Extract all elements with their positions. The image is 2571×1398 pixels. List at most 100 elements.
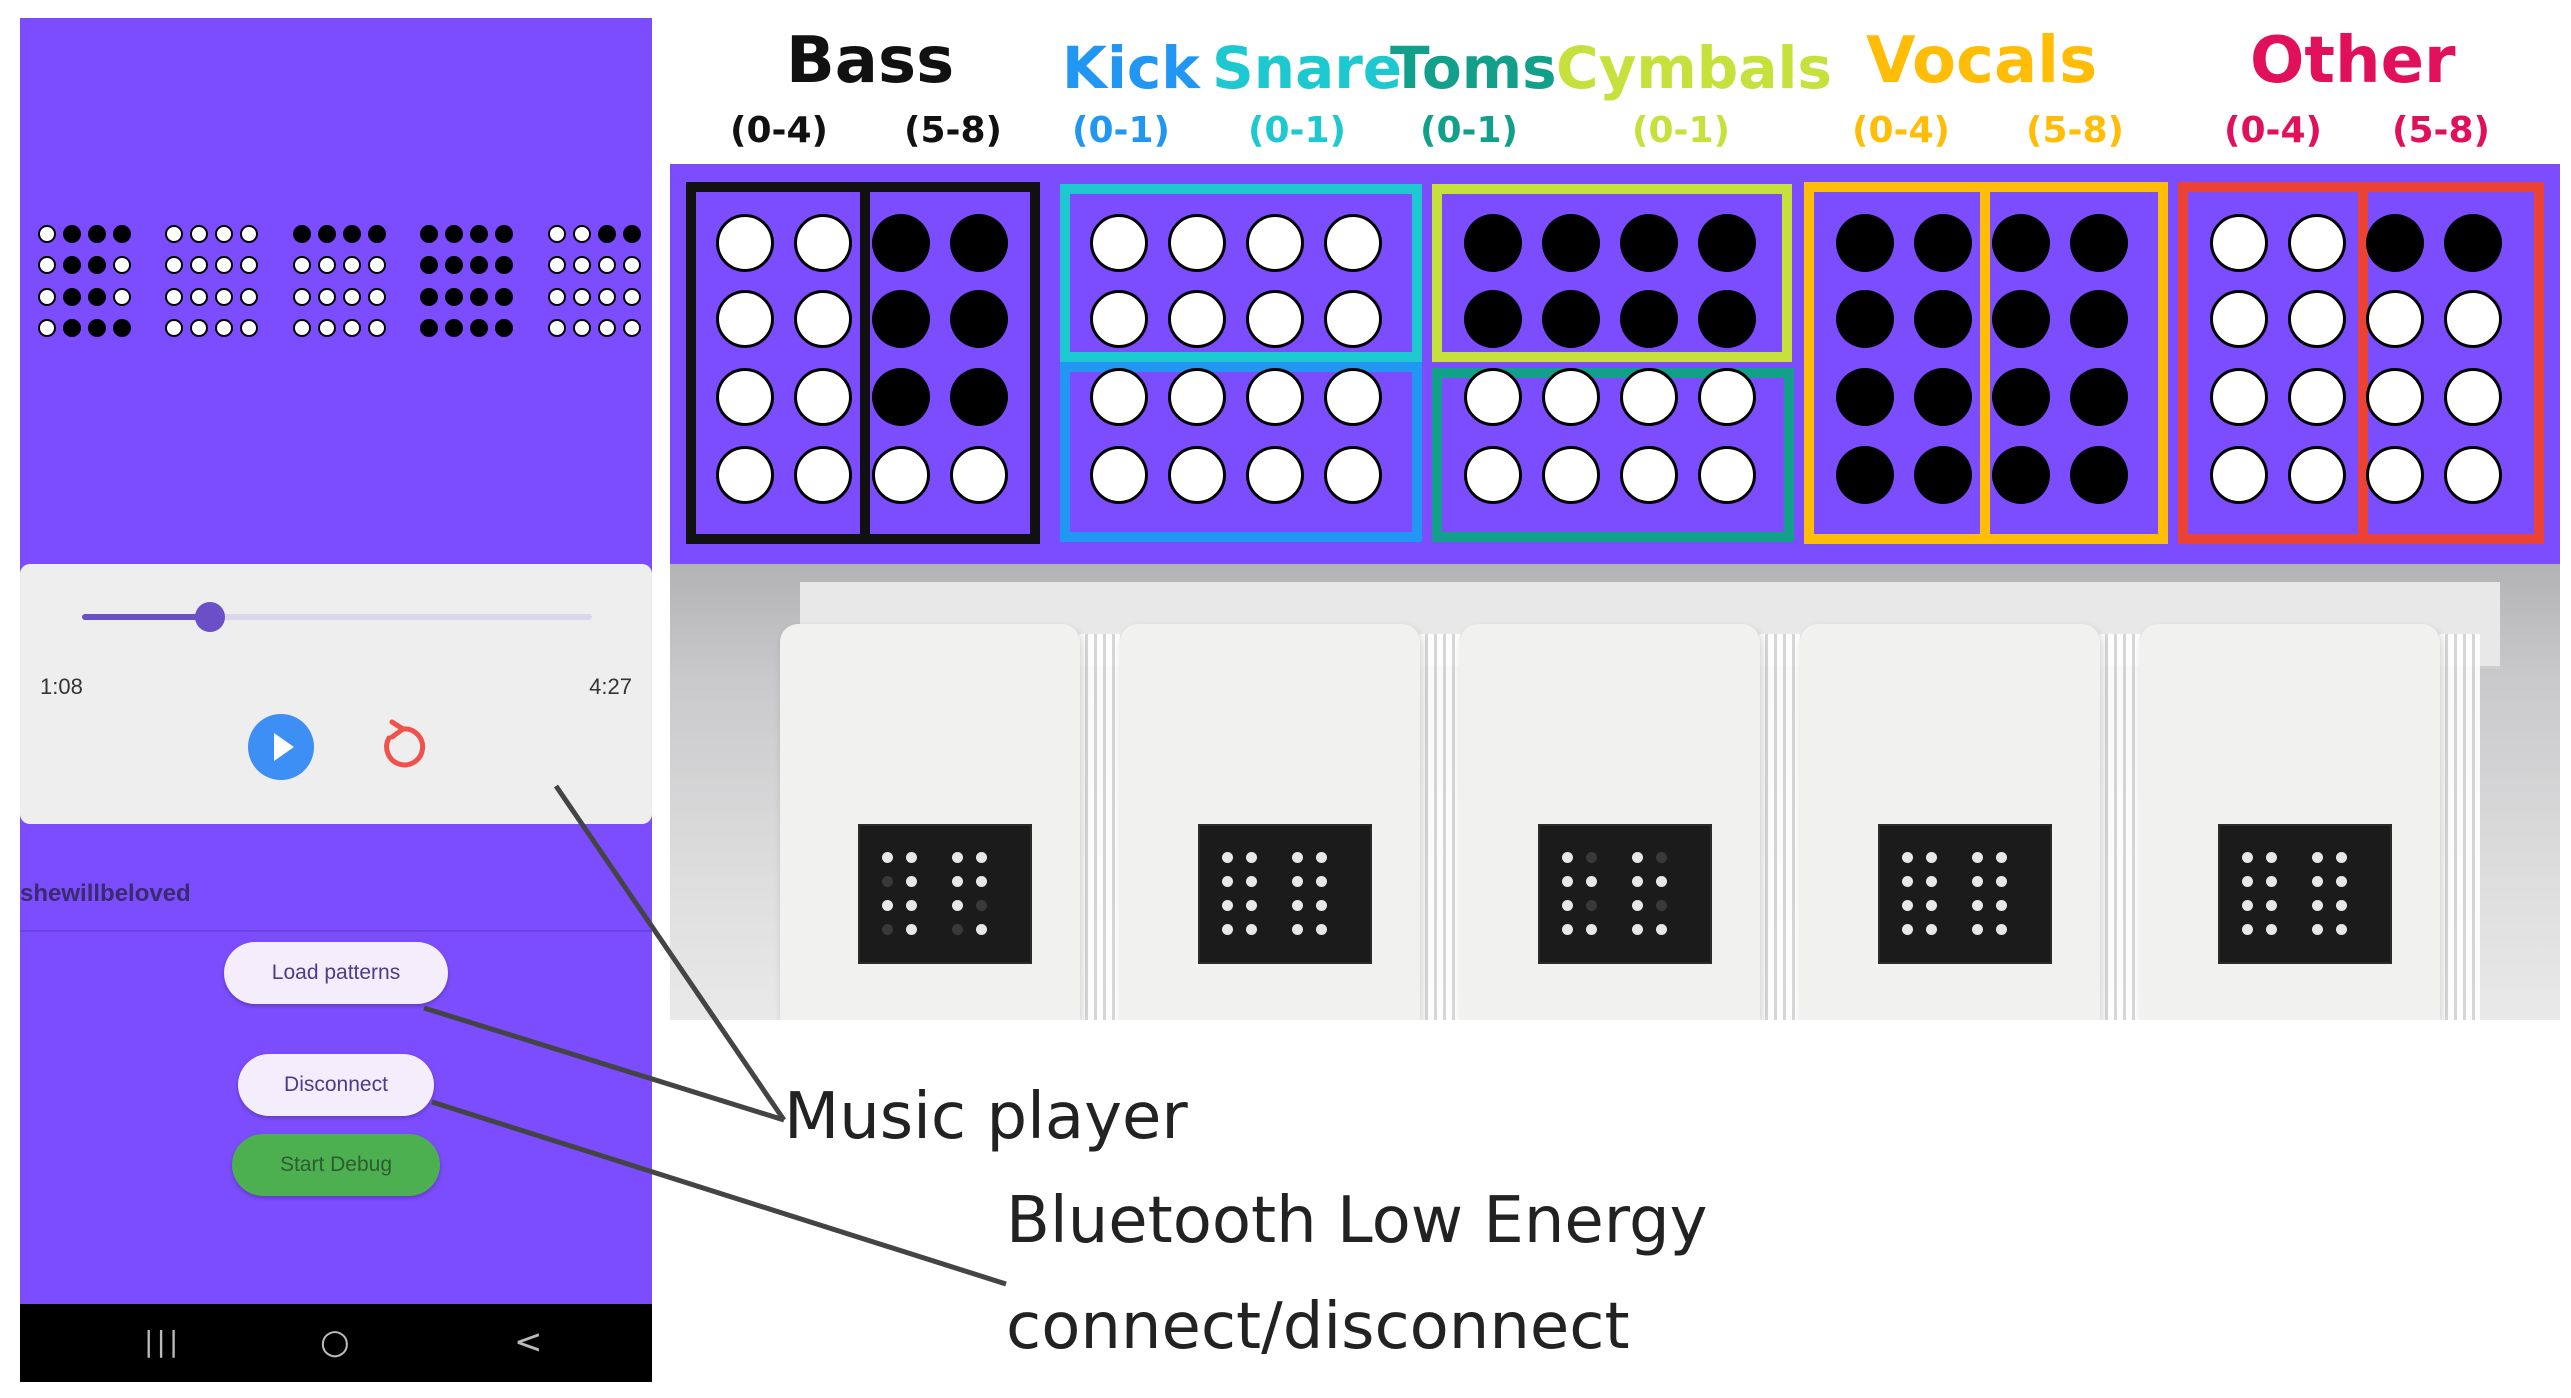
braille-plate [1878,824,2052,964]
pattern-dot [1246,290,1304,348]
seek-slider-fill [82,614,210,620]
range-other-low: (0-4) [2224,110,2322,151]
disconnect-button[interactable]: Disconnect [238,1054,434,1116]
pattern-dot [1620,368,1678,426]
preview-dot [420,287,438,306]
pattern-dot [2288,290,2346,348]
preview-dot [317,224,336,243]
preview-dot [420,319,438,338]
braille-pin [1246,876,1257,887]
braille-pin [2312,924,2323,935]
braille-pin [976,924,987,935]
preview-dot [240,319,258,338]
braille-pin [1246,852,1257,863]
preview-dot [37,287,56,306]
back-icon[interactable]: < [514,1322,543,1362]
braille-pin [1996,924,2007,935]
pattern-legend-panel [670,164,2560,564]
pattern-preview [34,218,644,344]
group-title-snare: Snare [1212,34,1403,102]
other-divider [2358,182,2368,544]
pattern-dot [872,214,930,272]
braille-pin [1316,852,1327,863]
braille-module [1800,624,2100,1020]
music-player-card: 1:08 4:27 [20,564,652,824]
pattern-dot [950,290,1008,348]
preview-cell [417,218,517,344]
preview-dot [622,224,641,243]
braille-pin [1562,900,1573,911]
preview-dot [470,224,488,243]
preview-dot [572,287,591,306]
preview-dot [62,224,81,243]
preview-dot [572,319,591,338]
pattern-dot [1168,368,1226,426]
braille-plate [858,824,1032,964]
pattern-dot [1836,368,1894,426]
pattern-dot [716,214,774,272]
preview-dot [495,287,513,306]
braille-pin [976,852,987,863]
braille-pin [1292,852,1303,863]
braille-pin [1656,900,1667,911]
preview-dot [62,287,81,306]
preview-dot [445,319,463,338]
range-vocals-low: (0-4) [1852,110,1950,151]
braille-pin [2266,900,2277,911]
home-icon[interactable]: ○ [320,1322,350,1362]
recent-apps-icon[interactable]: ||| [144,1325,182,1358]
pattern-dot [1914,214,1972,272]
braille-pin [1972,852,1983,863]
range-bass-low: (0-4) [730,110,828,151]
preview-dot [597,319,616,338]
preview-dot [165,319,183,338]
braille-pin [882,852,893,863]
braille-pin [1316,924,1327,935]
braille-pin [2266,924,2277,935]
braille-pin [1292,924,1303,935]
pattern-dot [1542,368,1600,426]
pattern-dot [2444,290,2502,348]
braille-pin [2336,876,2347,887]
group-title-kick: Kick [1062,34,1200,102]
preview-dot [622,287,641,306]
pattern-dot [1914,290,1972,348]
braille-pin [1222,924,1233,935]
replay-icon [384,719,426,768]
pattern-dot [1542,446,1600,504]
pattern-dot [1464,446,1522,504]
start-debug-button[interactable]: Start Debug [232,1134,440,1196]
braille-pin [1632,900,1643,911]
seek-slider[interactable] [82,602,592,632]
pattern-dot [2366,368,2424,426]
preview-dot [470,319,488,338]
range-vocals-high: (5-8) [2026,110,2124,151]
device-photo [670,564,2560,1020]
braille-pin [2312,900,2323,911]
replay-button[interactable] [372,716,434,778]
preview-dot [215,319,233,338]
braille-pin [1586,924,1597,935]
preview-dot [240,224,258,243]
pattern-dot [1090,290,1148,348]
pattern-dot [2444,214,2502,272]
preview-dot [292,256,311,275]
preview-dot [597,287,616,306]
pattern-dot [2288,446,2346,504]
pattern-dot [1090,446,1148,504]
braille-pin [1972,924,1983,935]
pattern-dot [1698,446,1756,504]
play-button[interactable] [248,714,314,780]
seek-slider-thumb[interactable] [194,602,225,632]
pattern-dot [1698,368,1756,426]
pattern-dot [1620,214,1678,272]
range-snare: (0-1) [1248,110,1346,151]
ble-callout-line2: connect/disconnect [1006,1290,1630,1364]
load-patterns-button[interactable]: Load patterns [224,942,448,1004]
phone-screen: 1:08 4:27 shewillbeloved Load patterns D… [20,18,652,1382]
preview-dot [37,224,56,243]
pattern-dot [1246,368,1304,426]
braille-module [2140,624,2440,1020]
pattern-dot [2210,368,2268,426]
